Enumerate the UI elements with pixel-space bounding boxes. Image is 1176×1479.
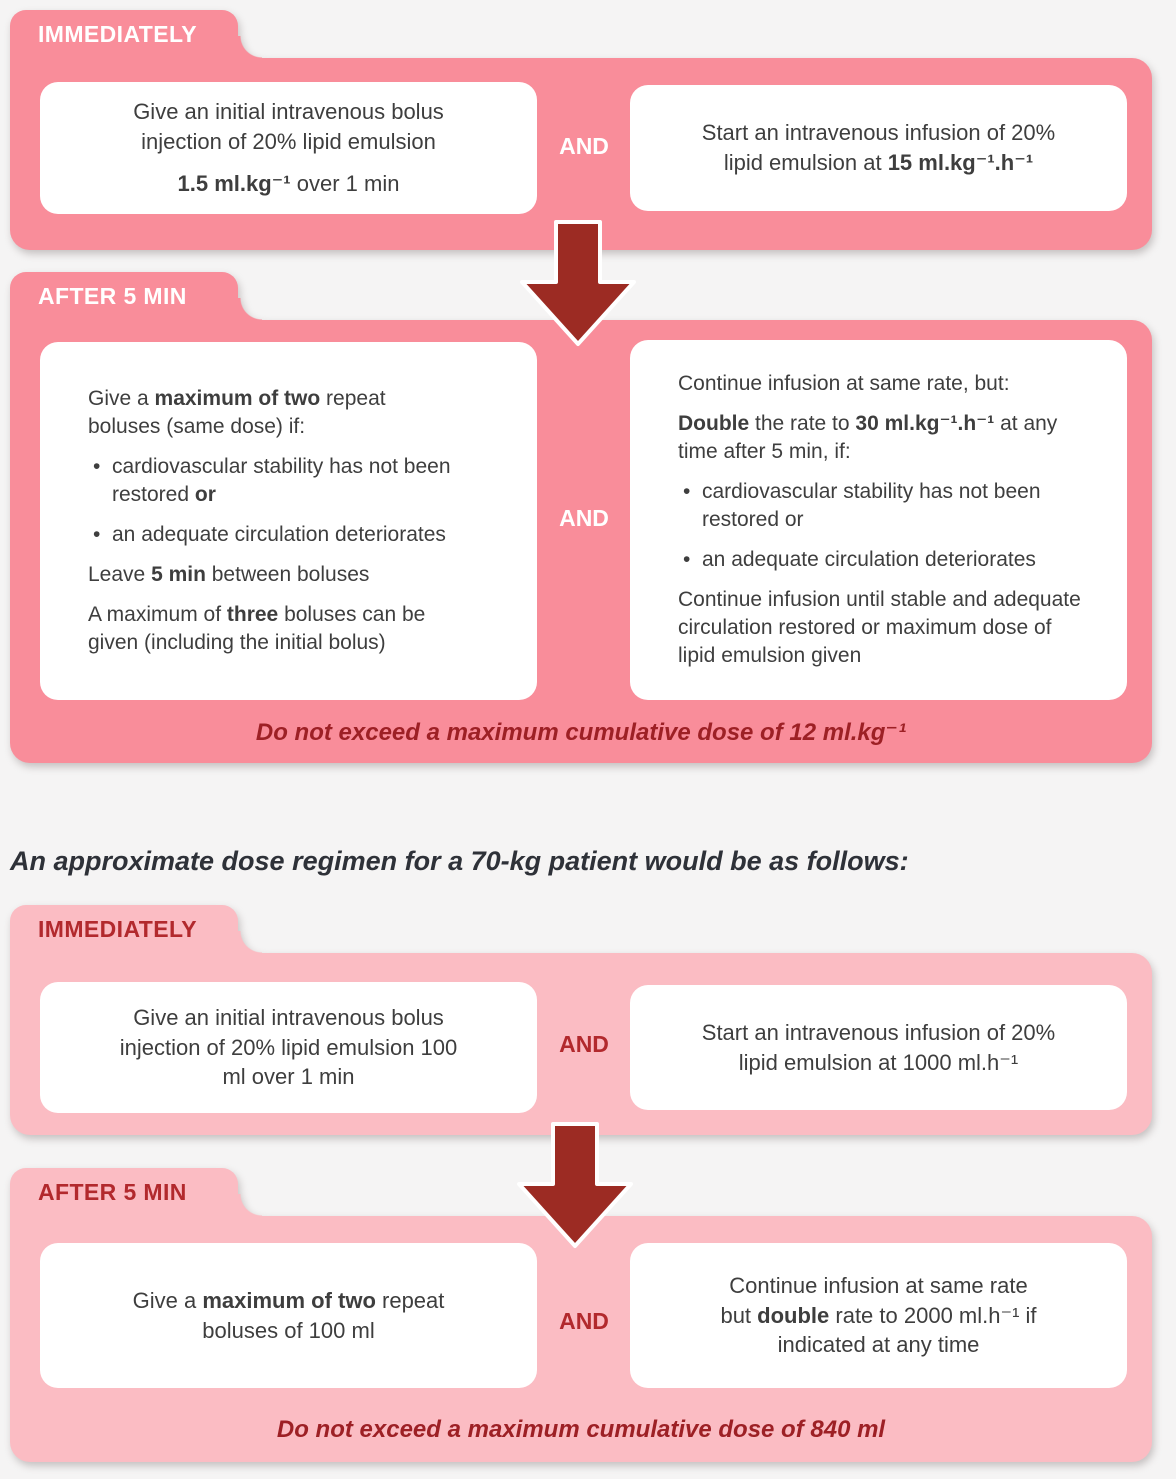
and-connector: AND: [559, 133, 609, 159]
example-70kg-immediately-section: IMMEDIATELY Give an initial intravenous …: [10, 905, 1152, 1135]
and-connector: AND: [559, 505, 609, 531]
max-dose-warning: Do not exceed a maximum cumulative dose …: [255, 719, 907, 746]
and-connector: AND: [559, 1308, 609, 1334]
and-connector: AND: [559, 1031, 609, 1057]
tab-label: AFTER 5 MIN: [38, 1178, 187, 1205]
section-body: Give an initial intravenous bolus inject…: [10, 58, 1152, 250]
weight-based-after-5-min-section: AFTER 5 MIN Give a maximum of two repeat…: [10, 272, 1152, 763]
instruction-box-start-infusion: Start an intravenous infusion of 20% lip…: [630, 85, 1127, 211]
weight-based-immediately-section: IMMEDIATELY Give an initial intravenous …: [10, 10, 1152, 250]
instruction-box-repeat-boluses-100ml: Give a maximum of two repeat boluses of …: [40, 1243, 537, 1388]
section-body: Give a maximum of two repeat boluses (sa…: [10, 320, 1152, 763]
instruction-box-repeat-boluses: Give a maximum of two repeat boluses (sa…: [40, 342, 537, 700]
instruction-box-initial-bolus-100ml: Give an initial intravenous bolus inject…: [40, 982, 537, 1113]
tab-label: IMMEDIATELY: [38, 915, 198, 942]
tab-label: IMMEDIATELY: [38, 20, 198, 47]
down-arrow-icon: [520, 220, 636, 346]
section-tab: AFTER 5 MIN: [10, 1168, 262, 1216]
max-dose-warning: Do not exceed a maximum cumulative dose …: [276, 1416, 886, 1443]
section-body: Give an initial intravenous bolus inject…: [10, 953, 1152, 1135]
section-tab: IMMEDIATELY: [10, 10, 262, 58]
intro-heading: An approximate dose regimen for a 70-kg …: [10, 846, 909, 876]
instruction-box-initial-bolus: Give an initial intravenous bolus inject…: [40, 82, 537, 214]
section-body: Give a maximum of two repeat boluses of …: [10, 1216, 1152, 1462]
example-70kg-after-5-min-section: AFTER 5 MIN Give a maximum of two repeat…: [10, 1168, 1152, 1462]
down-arrow-icon: [517, 1122, 633, 1248]
instruction-box-continue-infusion: Continue infusion at same rate, but:Doub…: [630, 340, 1127, 700]
instruction-box-infusion-1000mlh: Start an intravenous infusion of 20% lip…: [630, 985, 1127, 1110]
section-tab: AFTER 5 MIN: [10, 272, 262, 320]
section-tab: IMMEDIATELY: [10, 905, 262, 953]
tab-label: AFTER 5 MIN: [38, 282, 187, 309]
instruction-box-double-rate-2000mlh: Continue infusion at same rate but doubl…: [630, 1243, 1127, 1388]
